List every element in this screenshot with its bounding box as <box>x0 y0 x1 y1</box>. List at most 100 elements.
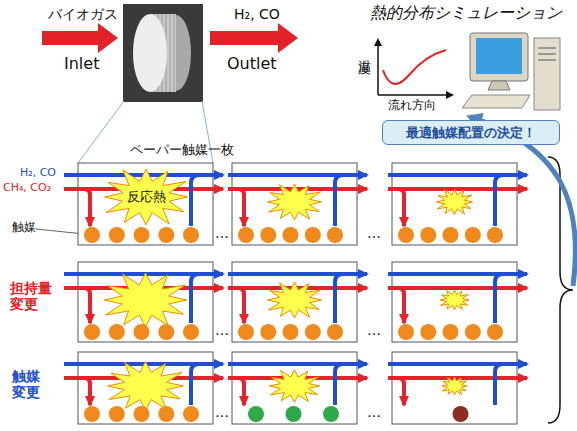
text-label: H₂, CO <box>20 167 56 180</box>
catalyst-particle <box>398 324 414 340</box>
catalyst-particle <box>487 227 503 243</box>
catalyst-particle <box>158 406 174 422</box>
drive-slots <box>538 48 556 60</box>
burst-shape <box>105 169 188 225</box>
product-from-catalyst <box>191 274 199 323</box>
feed-to-catalyst <box>238 189 244 226</box>
catalyst-particle <box>183 324 199 340</box>
catalyst-particle <box>260 227 276 243</box>
catalyst-particle <box>420 227 436 243</box>
catalyst-particle <box>305 324 321 340</box>
text-label: CH₄, CO₂ <box>3 182 51 195</box>
feed-to-catalyst <box>398 189 404 226</box>
catalyst-particle <box>327 227 343 243</box>
catalyst-particle <box>158 324 174 340</box>
product-from-catalyst <box>335 274 343 323</box>
inlet-arrow <box>42 23 118 53</box>
product-flow <box>388 173 527 177</box>
catalyst-particle <box>465 227 481 243</box>
reaction-heat-burst <box>268 282 322 318</box>
feed-to-catalyst <box>238 288 244 323</box>
leader-line <box>36 229 84 234</box>
reaction-heat-burst <box>268 184 322 220</box>
product-flow <box>64 272 223 276</box>
product-from-catalyst <box>191 175 199 226</box>
text-label: … <box>215 322 229 338</box>
text-label: … <box>367 404 381 420</box>
reaction-heat-burst <box>104 273 187 327</box>
catalyst-particle <box>158 227 174 243</box>
text-label: 熱的分布シミュレーション <box>370 4 562 22</box>
product-flow <box>388 272 527 276</box>
text-label: ペーパー触媒一枚 <box>130 143 234 158</box>
chart-axis <box>378 94 452 96</box>
product-from-catalyst <box>335 364 343 405</box>
node-text: 最適触媒配置の決定！ <box>406 125 536 141</box>
feed-to-catalyst <box>238 378 244 405</box>
node-text: 反応熱 <box>127 189 166 205</box>
product-from-catalyst <box>495 364 503 405</box>
product-from-catalyst <box>335 175 343 226</box>
feed-flow <box>388 187 527 191</box>
catalyst-particle <box>443 227 459 243</box>
text-label: Outlet <box>227 55 277 73</box>
catalyst-particle <box>134 406 150 422</box>
text-label: 触媒 <box>12 221 36 235</box>
monitor <box>470 33 528 81</box>
text-label: … <box>367 322 381 338</box>
catalyst-particle <box>305 227 321 243</box>
product-from-catalyst <box>495 274 503 323</box>
computer-tower <box>534 38 560 110</box>
product-flow <box>228 362 367 366</box>
text-label: 流れ方向 <box>388 99 436 113</box>
catalyst-particle <box>238 324 254 340</box>
monitor-screen <box>476 38 522 74</box>
feed-to-catalyst <box>398 378 404 405</box>
product-flow <box>388 362 527 366</box>
catalyst-particle <box>323 406 339 422</box>
product-from-catalyst <box>495 175 503 226</box>
catalyst-particle <box>487 324 503 340</box>
product-flow <box>228 272 367 276</box>
feed-to-catalyst <box>84 288 90 323</box>
catalyst-particle <box>109 227 125 243</box>
feed-to-catalyst <box>84 189 90 226</box>
catalyst-stack-face <box>133 14 167 92</box>
product-from-catalyst <box>191 364 199 405</box>
catalyst-particle <box>283 227 299 243</box>
catalyst-particle <box>109 324 125 340</box>
catalyst-particle <box>453 406 469 422</box>
text-label: Inlet <box>64 55 99 73</box>
catalyst-particle <box>398 227 414 243</box>
monitor-stand <box>488 81 510 90</box>
reaction-heat-burst: 反応熱 <box>100 166 192 228</box>
outlet-arrow <box>210 23 298 53</box>
feed-to-catalyst <box>84 378 90 405</box>
catalyst-particle <box>283 324 299 340</box>
text-label: 触媒 変更 <box>12 368 52 400</box>
catalyst-particle <box>84 406 100 422</box>
catalyst-particle <box>260 324 276 340</box>
catalyst-particle <box>443 324 459 340</box>
reaction-heat-burst <box>442 377 467 395</box>
keyboard <box>462 95 530 108</box>
catalyst-particle <box>183 406 199 422</box>
reaction-heat-burst <box>440 290 469 310</box>
catalyst-particle <box>238 227 254 243</box>
text-label: … <box>215 225 229 241</box>
catalyst-particle <box>420 324 436 340</box>
photo-background <box>123 4 203 102</box>
catalyst-particle <box>134 324 150 340</box>
reaction-heat-burst <box>108 362 184 411</box>
leader-line <box>78 101 124 163</box>
text-label: 担持量 変更 <box>10 280 58 312</box>
catalyst-particle <box>84 227 100 243</box>
reaction-heat-burst <box>437 189 473 214</box>
catalyst-particle <box>465 324 481 340</box>
catalyst-particle <box>286 406 302 422</box>
text-label: … <box>215 404 229 420</box>
catalyst-particle <box>183 227 199 243</box>
catalyst-particle <box>134 227 150 243</box>
chart-axis <box>377 40 379 95</box>
